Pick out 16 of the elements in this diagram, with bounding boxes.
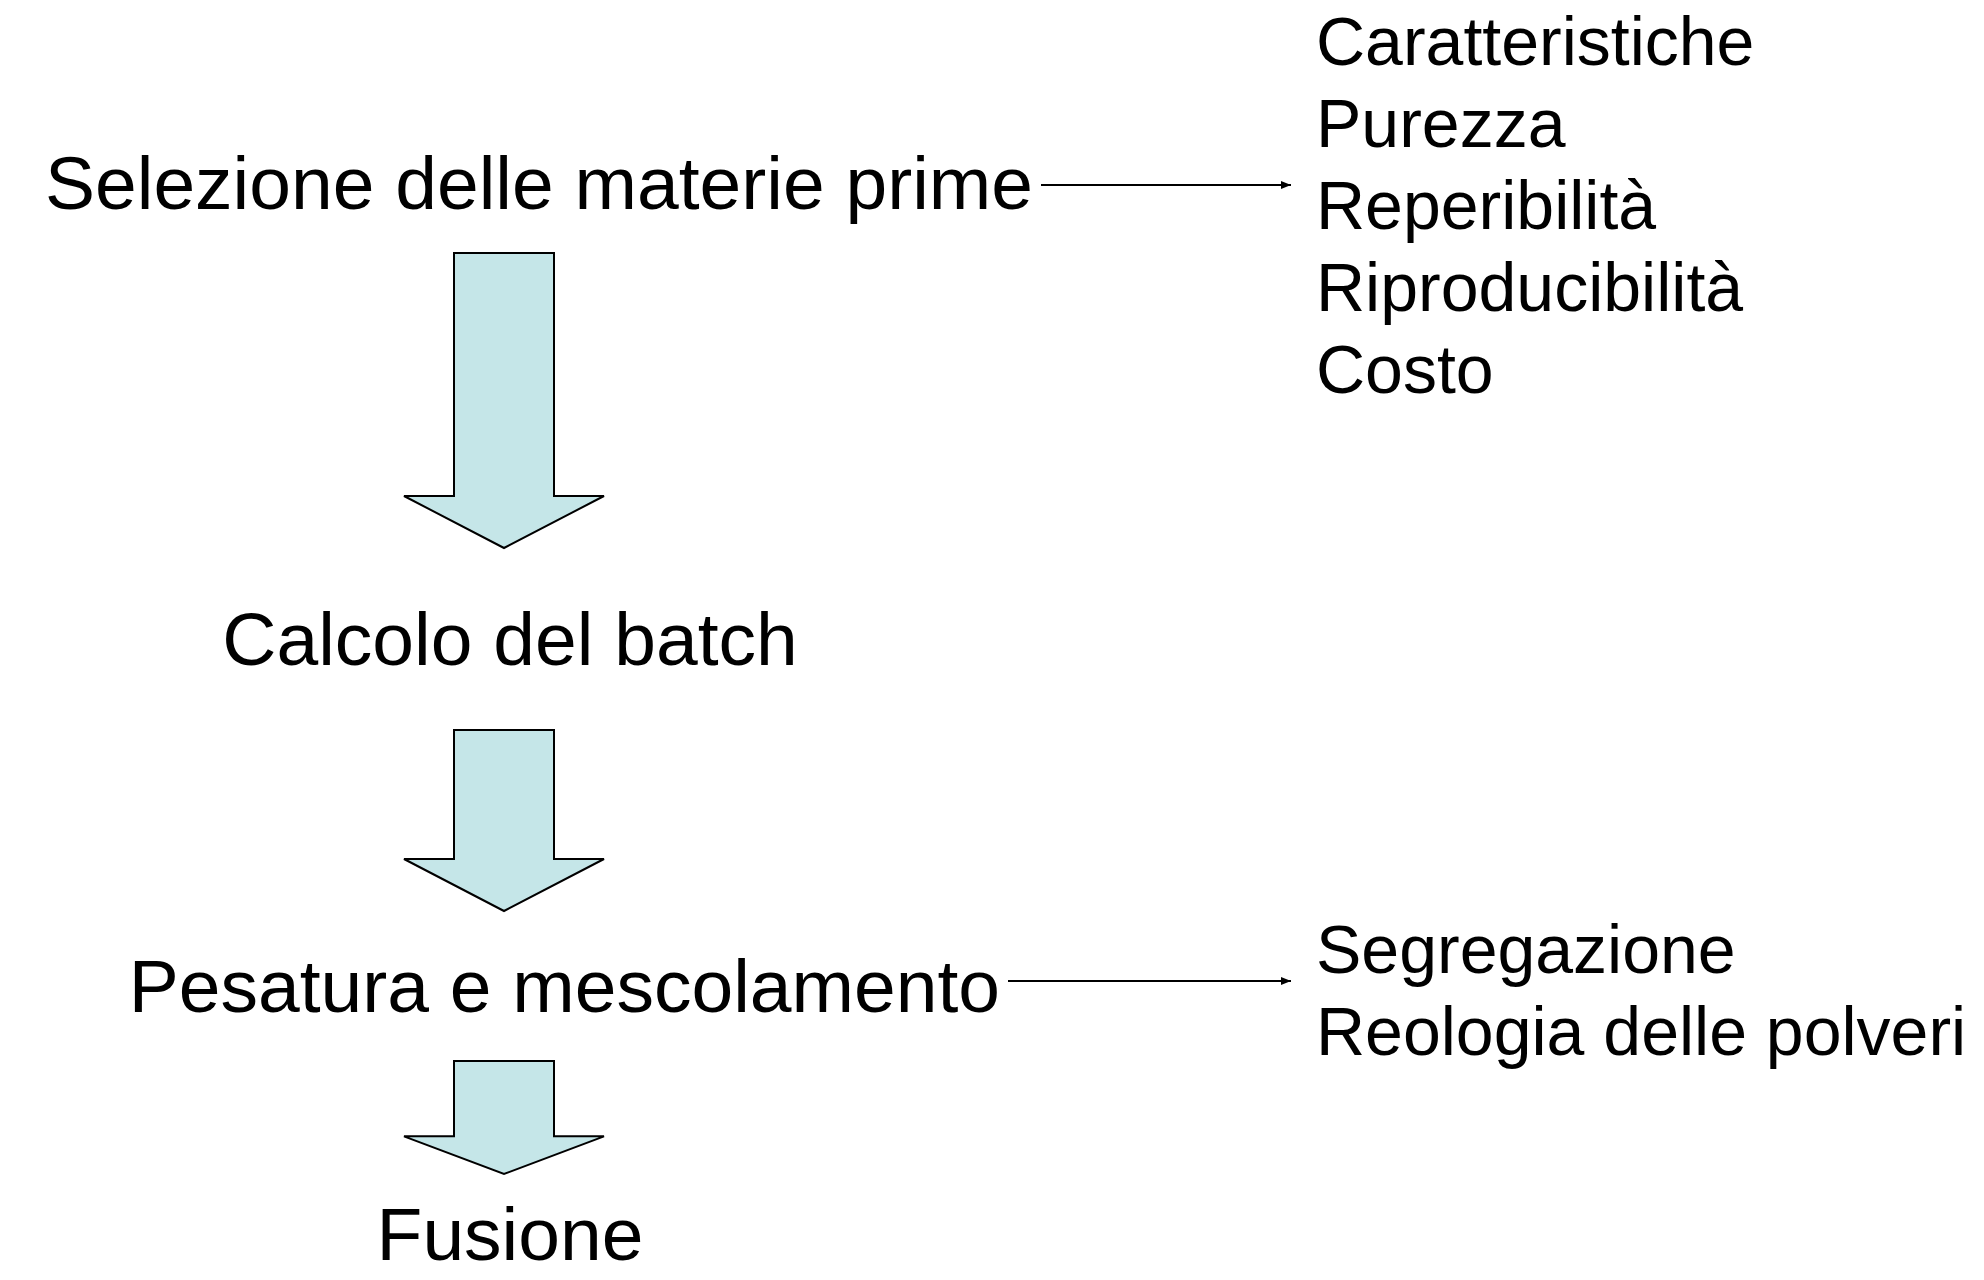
block-arrow <box>403 252 605 550</box>
step-label: Selezione delle materie prime <box>45 141 1033 225</box>
arrow <box>1040 181 1292 189</box>
step-label: Calcolo del batch <box>222 597 798 681</box>
list-item: Riproducibilità <box>1316 248 1744 327</box>
step-label: Fusione <box>376 1192 644 1276</box>
block-arrow <box>403 729 605 913</box>
arrow <box>1007 977 1292 985</box>
list-item: Segregazione <box>1316 910 1736 989</box>
list-item: Caratteristiche <box>1316 2 1755 81</box>
list-item: Costo <box>1316 330 1494 409</box>
list-item: Reologia delle polveri <box>1316 992 1967 1071</box>
block-arrow <box>403 1060 605 1176</box>
step-label: Pesatura e mescolamento <box>128 944 1000 1028</box>
list-item: Purezza <box>1316 84 1566 163</box>
list-item: Reperibilità <box>1316 166 1657 245</box>
